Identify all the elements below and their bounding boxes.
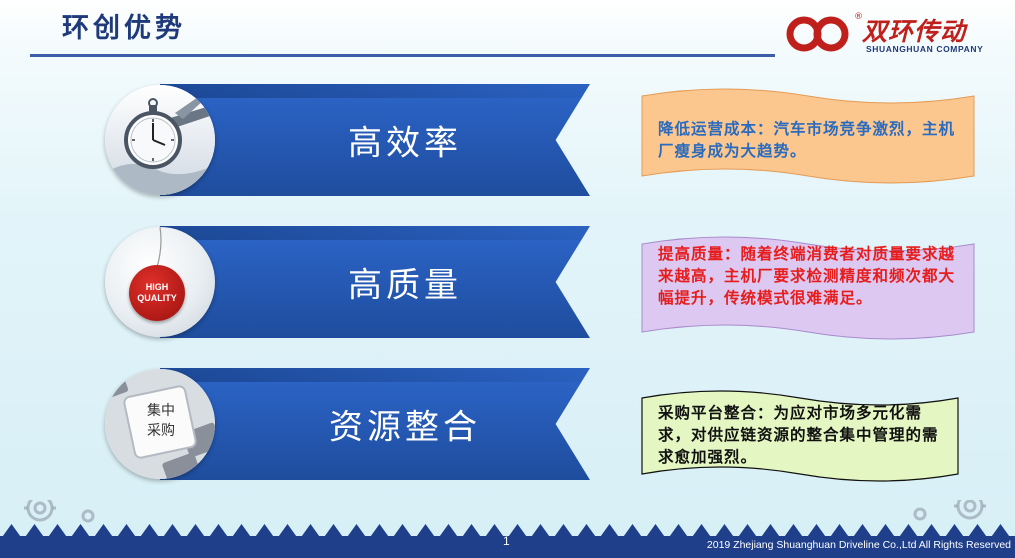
note-text: 降低运营成本：汽车市场竞争激烈，主机厂瘦身成为大趋势。 xyxy=(658,119,956,160)
note-text: 采购平台整合：为应对市场多元化需求，对供应链资源的整合集中管理的需求愈加强烈。 xyxy=(658,403,939,466)
footer-bar xyxy=(0,536,1015,558)
procurement-medallion: 集中 采购 xyxy=(105,369,215,479)
copyright-text: 2019 Zhejiang Shuanghuan Driveline Co.,L… xyxy=(706,539,1011,551)
key-line2: 采购 xyxy=(147,423,175,439)
page-title: 环创优势 xyxy=(62,13,186,44)
badge-line1: HIGH xyxy=(145,282,169,292)
high-quality-badge-icon: HIGH QUALITY xyxy=(129,265,185,321)
badge-line2: QUALITY xyxy=(137,293,177,303)
gear-icon xyxy=(26,500,984,523)
banner-label: 高效率 xyxy=(348,123,462,164)
company-logo: ® 双环传动 SHUANGHUAN COMPANY xyxy=(786,12,986,56)
banner-label: 高质量 xyxy=(348,265,462,306)
banner-efficiency: 高效率 xyxy=(160,84,590,196)
double-ring-logo-icon xyxy=(786,16,849,52)
logo-subtitle: SHUANGHUAN COMPANY xyxy=(866,44,984,54)
key-line1: 集中 xyxy=(147,403,175,419)
quality-medallion: HIGH QUALITY xyxy=(105,227,215,337)
title-divider xyxy=(30,54,775,57)
wave-flag-shape xyxy=(641,236,975,340)
note-flag-efficiency: 降低运营成本：汽车市场竞争激烈，主机厂瘦身成为大趋势。 xyxy=(640,88,976,188)
banner-integration: 资源整合 xyxy=(160,368,590,480)
key-label: 集中 采购 xyxy=(138,401,184,441)
note-flag-quality: 提高质量：随着终端消费者对质量要求越来越高，主机厂要求检测精度和频次都大幅提升，… xyxy=(640,236,976,344)
logo-brand-text: 双环传动 xyxy=(862,17,967,46)
note-flag-integration: 采购平台整合：为应对市场多元化需求，对供应链资源的整合集中管理的需求愈加强烈。 xyxy=(640,390,960,490)
registered-mark: ® xyxy=(854,12,863,22)
stopwatch-medallion xyxy=(105,85,215,195)
wave-flag-shape xyxy=(641,88,975,184)
stopwatch-icon xyxy=(105,85,215,195)
keyboard-key-icon xyxy=(105,369,215,479)
banner-label: 资源整合 xyxy=(329,407,481,448)
note-text: 提高质量：随着终端消费者对质量要求越来越高，主机厂要求检测精度和频次都大幅提升，… xyxy=(658,244,956,307)
badge-string-icon xyxy=(156,227,162,268)
page-number: 1 xyxy=(503,534,510,548)
banner-quality: 高质量 xyxy=(160,226,590,338)
wave-flag-shape xyxy=(641,390,959,482)
